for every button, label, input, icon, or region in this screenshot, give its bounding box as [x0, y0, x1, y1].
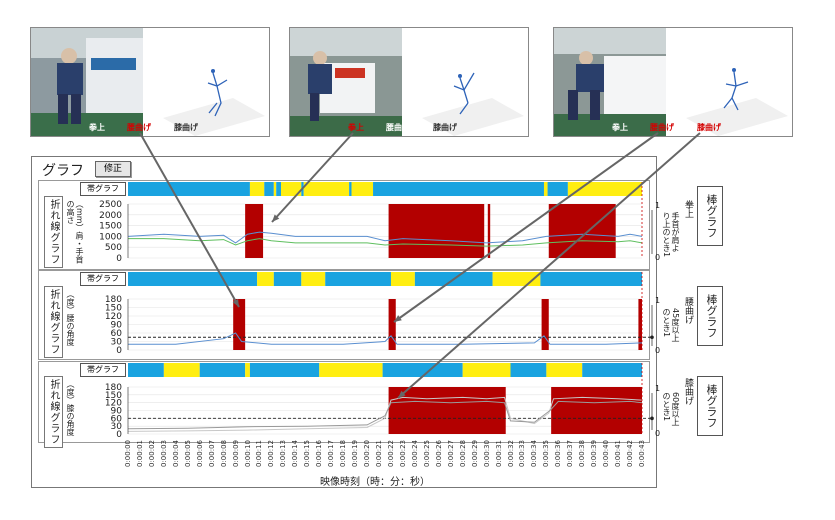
x-tick-label: 0:00:17: [327, 440, 336, 467]
video-thumbnail-3[interactable]: 拳上 腰曲げ 膝曲げ: [553, 27, 793, 137]
y-axis-label-knee: （度）膝の角度: [66, 380, 75, 436]
x-tick-label: 0:00:04: [171, 440, 180, 467]
x-tick-label: 0:00:16: [315, 440, 324, 467]
y-axis-label-waist: （度）腰の角度: [66, 290, 75, 346]
x-tick-label: 0:00:10: [243, 440, 252, 467]
x-tick-label: 0:00:43: [638, 440, 646, 467]
right-tick-raise-0: 0: [655, 253, 661, 262]
x-tick-label: 0:00:00: [124, 440, 132, 467]
waist-panel: [38, 270, 650, 360]
line-graph-label-3: 折れ線グラフ: [44, 376, 63, 448]
x-tick-label: 0:00:12: [267, 440, 276, 467]
x-tick-label: 0:00:34: [530, 440, 539, 467]
thumb-label-knee: 膝曲げ: [433, 123, 457, 132]
knee-panel: [38, 361, 650, 443]
right-label-knee: 膝曲げ: [683, 378, 693, 405]
x-tick-label: 0:00:06: [195, 440, 204, 467]
raise-panel: [38, 180, 650, 270]
line-graph-label-2: 折れ線グラフ: [44, 286, 63, 358]
thumb-label-raise: 拳上: [89, 123, 105, 132]
x-tick-label: 0:00:32: [506, 440, 515, 467]
thumb-label-knee: 膝曲げ: [174, 123, 198, 132]
x-tick-label: 0:00:07: [207, 440, 216, 467]
x-tick-label: 0:00:13: [279, 440, 288, 467]
right-tick-waist-0: 0: [655, 346, 661, 355]
skeleton-plot: [402, 28, 528, 136]
x-tick-label: 0:00:09: [231, 440, 240, 467]
x-tick-label: 0:00:41: [614, 440, 623, 467]
x-tick-label: 0:00:24: [410, 440, 419, 467]
x-tick-label: 0:00:40: [602, 440, 611, 467]
x-tick-label: 0:00:03: [159, 440, 168, 467]
x-tick-label: 0:00:29: [470, 440, 479, 467]
band-graph-label-2: 帯グラフ: [80, 272, 126, 286]
factory-photo: [554, 28, 666, 136]
x-tick-label: 0:00:38: [578, 440, 587, 467]
fix-button[interactable]: 修正: [95, 161, 131, 177]
x-tick-label: 0:00:31: [494, 440, 503, 467]
x-tick-label: 0:00:14: [291, 440, 300, 467]
x-tick-label: 0:00:37: [566, 440, 575, 467]
right-note-knee: 60度以上のとき1: [662, 392, 680, 427]
video-thumbnail-2[interactable]: 拳上 腰曲げ 膝曲げ: [289, 27, 529, 137]
band-graph-label-3: 帯グラフ: [80, 363, 126, 377]
band-graph-label-1: 帯グラフ: [80, 182, 126, 196]
x-tick-label: 0:00:28: [458, 440, 467, 467]
bar-graph-label-1: 棒グラフ: [697, 186, 723, 246]
right-note-raise: 手首が肩より上のとき1: [662, 212, 680, 258]
x-tick-label: 0:00:19: [351, 440, 360, 467]
right-tick-knee-0: 0: [655, 429, 661, 438]
x-tick-label: 0:00:42: [626, 440, 635, 467]
x-tick-label: 0:00:23: [398, 440, 407, 467]
x-tick-label: 0:00:26: [434, 440, 443, 467]
x-tick-label: 0:00:11: [255, 440, 264, 467]
thumb-label-knee: 膝曲げ: [697, 123, 721, 132]
x-tick-label: 0:00:20: [363, 440, 372, 467]
line-graph-label-1: 折れ線グラフ: [44, 196, 63, 268]
x-tick-label: 0:00:08: [219, 440, 228, 467]
right-tick-knee-1: 1: [655, 384, 661, 393]
right-note-waist: 45度以上のとき1: [662, 308, 680, 343]
x-tick-label: 0:00:36: [554, 440, 563, 467]
skeleton-plot: [143, 28, 269, 136]
x-tick-label: 0:00:30: [482, 440, 491, 467]
x-tick-label: 0:00:25: [422, 440, 431, 467]
x-tick-label: 0:00:18: [339, 440, 348, 467]
x-tick-label: 0:00:01: [135, 440, 144, 467]
x-tick-label: 0:00:15: [303, 440, 312, 467]
x-tick-label: 0:00:05: [183, 440, 192, 467]
skeleton-plot: [666, 28, 792, 136]
bar-graph-label-2: 棒グラフ: [697, 286, 723, 346]
x-axis-label: 映像時刻（時：分：秒）: [320, 477, 430, 488]
bar-graph-label-3: 棒グラフ: [697, 376, 723, 436]
thumb-label-raise: 拳上: [348, 123, 364, 132]
right-tick-raise-1: 1: [655, 201, 661, 210]
video-thumbnail-1[interactable]: 拳上 腰曲げ 膝曲げ: [30, 27, 270, 137]
x-tick-label: 0:00:02: [147, 440, 156, 467]
thumb-label-waist: 腰曲げ: [386, 123, 410, 132]
x-tick-label: 0:00:39: [590, 440, 599, 467]
factory-photo: [31, 28, 143, 136]
x-tick-label: 0:00:22: [386, 440, 395, 467]
right-tick-waist-1: 1: [655, 296, 661, 305]
thumb-label-waist: 腰曲げ: [127, 123, 151, 132]
window-title: グラフ: [42, 163, 84, 179]
y-axis-label-raise: （mm）肩・手首の高さ: [66, 200, 84, 264]
x-tick-label: 0:00:33: [518, 440, 527, 467]
x-tick-label: 0:00:27: [446, 440, 455, 467]
x-tick-label: 0:00:35: [542, 440, 551, 467]
factory-photo: [290, 28, 402, 136]
thumb-label-raise: 拳上: [612, 123, 628, 132]
right-label-waist: 腰曲げ: [683, 297, 693, 324]
thumb-label-waist: 腰曲げ: [650, 123, 674, 132]
x-tick-label: 0:00:21: [375, 440, 384, 467]
right-label-raise: 拳上: [683, 200, 693, 218]
